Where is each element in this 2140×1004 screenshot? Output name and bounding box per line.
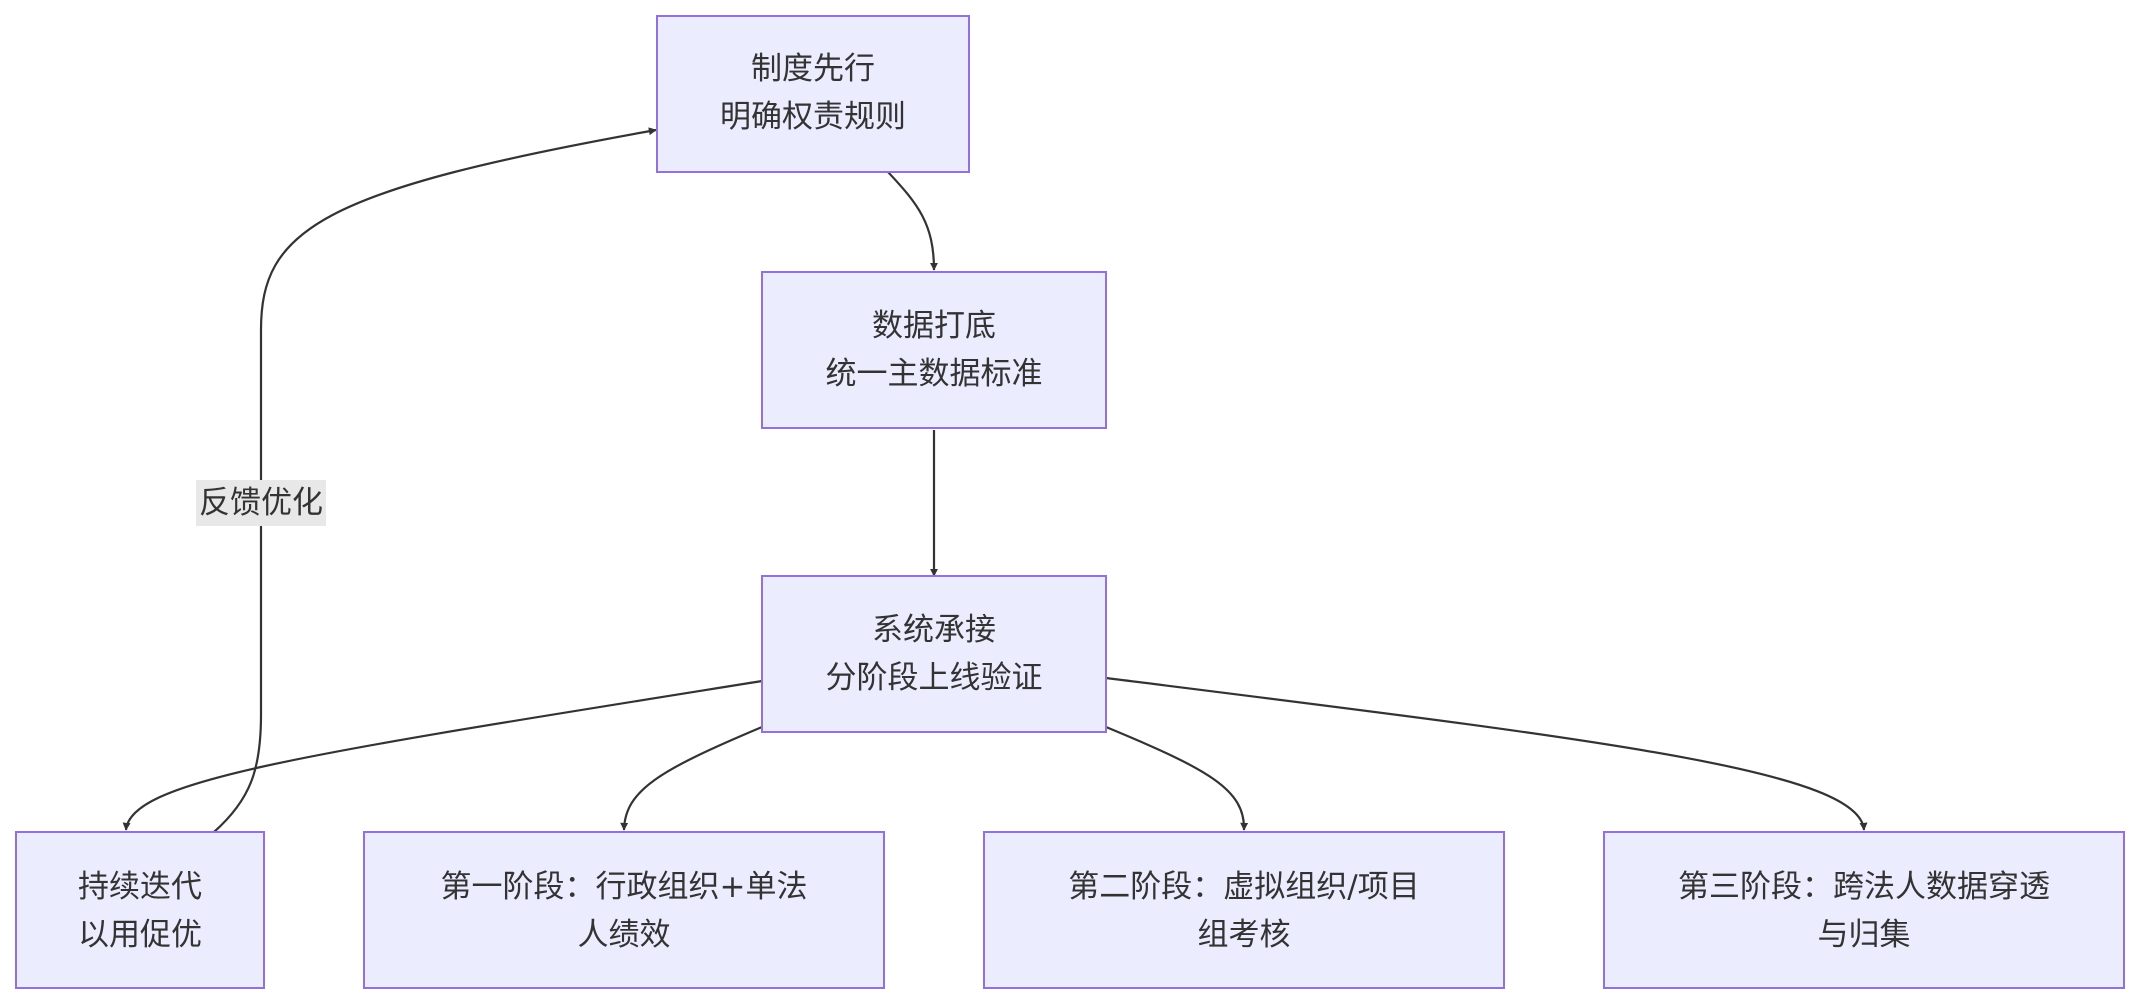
node-data-line2: 统一主数据标准 [826, 356, 1043, 392]
node-phase1-line2: 人绩效 [578, 917, 671, 953]
edges [122, 127, 1868, 833]
edge-system-to-phase3 [1105, 676, 1868, 831]
node-phase1-line1: 第一阶段：行政组织+单法 [441, 869, 808, 905]
node-phase3-line1: 第三阶段：跨法人数据穿透 [1678, 869, 2050, 905]
node-data[interactable]: 数据打底 统一主数据标准 [761, 271, 1107, 429]
node-system[interactable]: 系统承接 分阶段上线验证 [761, 575, 1107, 733]
edge-system-to-iterate [122, 679, 763, 831]
node-phase2-line1: 第二阶段：虚拟组织/项目 [1068, 869, 1419, 905]
edge-system-to-phase2 [1105, 725, 1249, 831]
edge-label-feedback-text: 反馈优化 [199, 485, 323, 521]
node-phase3-line2: 与归集 [1818, 917, 1911, 953]
edge-system-to-phase1 [620, 725, 763, 831]
node-phase1[interactable]: 第一阶段：行政组织+单法 人绩效 [363, 831, 885, 989]
node-policy-line1: 制度先行 [751, 51, 875, 87]
node-iterate[interactable]: 持续迭代 以用促优 [15, 831, 265, 989]
node-policy[interactable]: 制度先行 明确权责规则 [656, 15, 970, 173]
node-phase2[interactable]: 第二阶段：虚拟组织/项目 组考核 [983, 831, 1505, 989]
edge-iterate-to-policy [213, 127, 657, 833]
node-policy-line2: 明确权责规则 [720, 99, 906, 135]
node-iterate-line2: 以用促优 [78, 917, 202, 953]
edge-label-feedback: 反馈优化 [196, 480, 326, 526]
node-phase2-line2: 组考核 [1198, 917, 1291, 953]
node-data-line1: 数据打底 [872, 308, 996, 344]
node-system-line2: 分阶段上线验证 [826, 660, 1043, 696]
node-system-line1: 系统承接 [872, 612, 996, 648]
node-iterate-line1: 持续迭代 [78, 869, 202, 905]
node-phase3[interactable]: 第三阶段：跨法人数据穿透 与归集 [1603, 831, 2125, 989]
edge-policy-to-data [887, 171, 938, 271]
